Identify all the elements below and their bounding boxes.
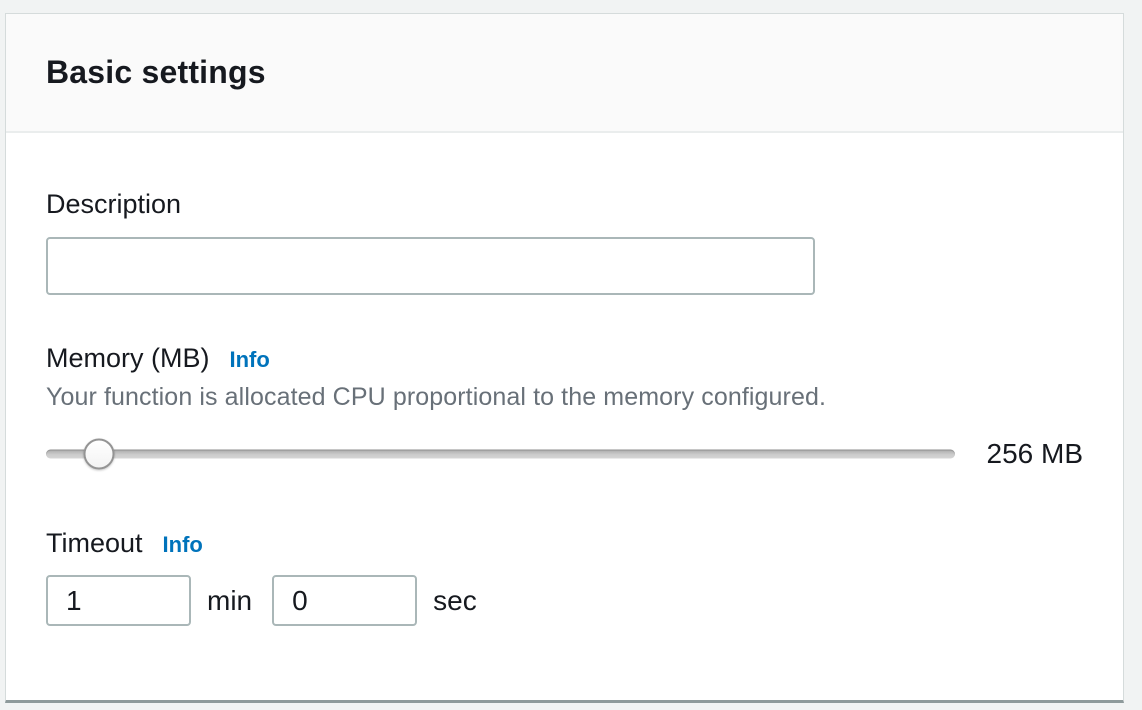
- memory-slider-thumb[interactable]: [83, 438, 115, 470]
- memory-field: Memory (MB) Info Your function is alloca…: [46, 343, 1083, 476]
- timeout-minutes-unit: min: [207, 584, 253, 616]
- description-field: Description: [46, 189, 1083, 295]
- panel-body: Description Memory (MB) Info Your functi…: [6, 133, 1123, 626]
- timeout-label: Timeout: [46, 528, 143, 558]
- timeout-field: Timeout Info min sec: [46, 528, 1083, 626]
- timeout-seconds-unit: sec: [433, 584, 477, 616]
- memory-value: 256 MB: [986, 438, 1084, 469]
- memory-helper-text: Your function is allocated CPU proportio…: [46, 383, 827, 411]
- timeout-label-row: Timeout Info: [46, 528, 1083, 559]
- memory-label-row: Memory (MB) Info: [46, 343, 1083, 374]
- basic-settings-panel: Basic settings Description Memory (MB) I…: [5, 13, 1124, 703]
- description-label: Description: [46, 189, 182, 219]
- panel-title: Basic settings: [46, 54, 266, 90]
- description-input[interactable]: [46, 237, 815, 295]
- memory-slider-row: 256 MB: [46, 432, 1083, 476]
- timeout-info-link[interactable]: Info: [162, 532, 203, 557]
- memory-label: Memory (MB): [46, 343, 210, 373]
- timeout-inputs-row: min sec: [46, 575, 1083, 626]
- timeout-seconds-input[interactable]: [272, 575, 418, 626]
- memory-info-link[interactable]: Info: [229, 347, 270, 372]
- panel-header: Basic settings: [6, 14, 1123, 133]
- memory-slider[interactable]: [46, 432, 955, 476]
- timeout-minutes-input[interactable]: [46, 575, 191, 626]
- memory-slider-track[interactable]: [46, 449, 955, 459]
